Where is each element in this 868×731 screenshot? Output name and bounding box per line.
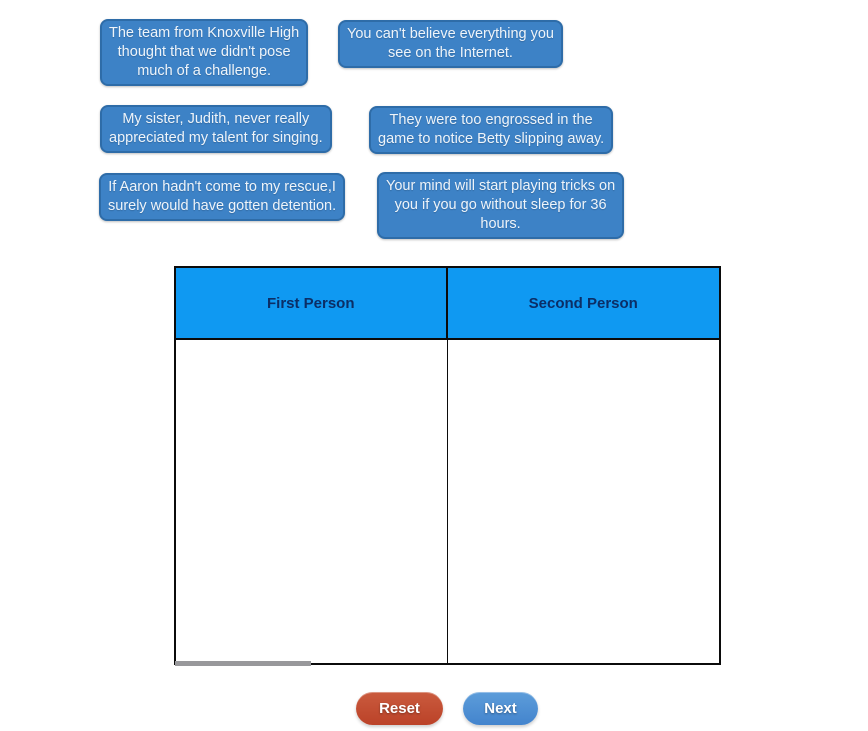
- column-header-second-person: Second Person: [447, 268, 719, 340]
- sentence-card[interactable]: They were too engrossed in the game to n…: [369, 106, 614, 154]
- column-header-first-person: First Person: [176, 268, 448, 340]
- reset-button[interactable]: Reset: [356, 692, 443, 725]
- drop-zone-second-person[interactable]: [447, 340, 719, 663]
- horizontal-scrollbar-thumb[interactable]: [175, 661, 311, 666]
- sentence-card[interactable]: The team from Knoxville High thought tha…: [100, 19, 309, 86]
- next-button[interactable]: Next: [463, 692, 538, 725]
- sentence-card[interactable]: You can't believe everything you see on …: [338, 20, 563, 68]
- sentence-card[interactable]: My sister, Judith, never really apprecia…: [100, 105, 332, 153]
- sentence-card[interactable]: If Aaron hadn't come to my rescue,I sure…: [99, 173, 346, 221]
- sorting-table: First Person Second Person: [174, 266, 721, 665]
- drop-zone-first-person[interactable]: [176, 340, 448, 663]
- sentence-card[interactable]: Your mind will start playing tricks on y…: [377, 172, 625, 239]
